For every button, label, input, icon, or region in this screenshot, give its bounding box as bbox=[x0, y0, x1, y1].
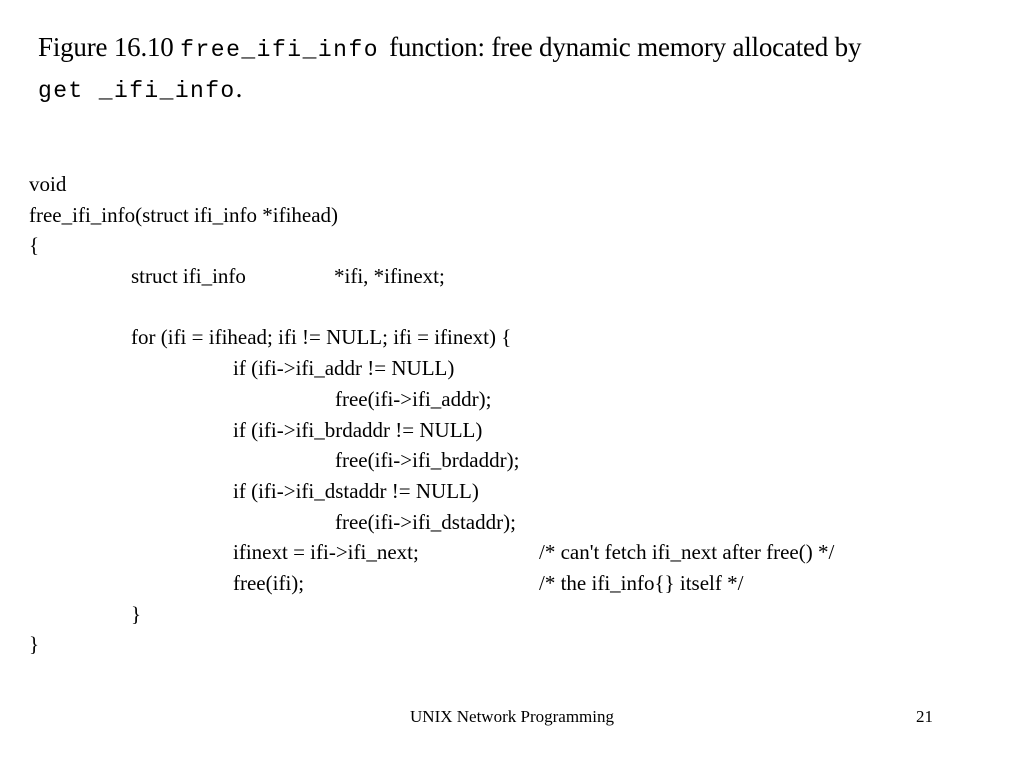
code-free-brdaddr: free(ifi->ifi_brdaddr); bbox=[335, 448, 520, 473]
code-comment-next: /* can't fetch ifi_next after free() */ bbox=[539, 540, 835, 565]
slide-title: Figure 16.10 free_ifi_info function: free… bbox=[38, 28, 998, 110]
code-listing: void free_ifi_info(struct ifi_info *ifih… bbox=[29, 169, 1009, 660]
allocator-name: get _ifi_info bbox=[38, 78, 236, 104]
code-loop-close-brace: } bbox=[131, 601, 142, 626]
code-declaration-vars: *ifi, *ifinext; bbox=[334, 264, 445, 289]
code-line: struct ifi_info *ifi, *ifinext; bbox=[29, 261, 1009, 292]
title-suffix: . bbox=[235, 73, 243, 103]
code-line: free(ifi->ifi_addr); bbox=[29, 384, 1009, 415]
code-line: } bbox=[29, 629, 1009, 660]
footer-page-number: 21 bbox=[916, 707, 933, 726]
code-line: { bbox=[29, 230, 1009, 261]
figure-label: Figure 16.10 bbox=[38, 32, 181, 62]
code-line: } bbox=[29, 599, 1009, 630]
code-if-dstaddr: if (ifi->ifi_dstaddr != NULL) bbox=[233, 478, 479, 503]
code-free-ifi: free(ifi); bbox=[233, 570, 305, 595]
code-line: if (ifi->ifi_brdaddr != NULL) bbox=[29, 415, 1009, 446]
code-line-blank bbox=[29, 292, 1009, 323]
code-declaration-type: struct ifi_info bbox=[131, 264, 246, 289]
code-function-signature: free_ifi_info(struct ifi_info *ifihead) bbox=[29, 202, 339, 227]
function-name: free_ifi_info bbox=[180, 37, 380, 63]
code-next-assignment: ifinext = ifi->ifi_next; bbox=[233, 540, 419, 565]
code-if-addr: if (ifi->ifi_addr != NULL) bbox=[233, 356, 455, 381]
code-line: for (ifi = ifihead; ifi != NULL; ifi = i… bbox=[29, 322, 1009, 353]
code-free-addr: free(ifi->ifi_addr); bbox=[335, 386, 492, 411]
code-for-loop: for (ifi = ifihead; ifi != NULL; ifi = i… bbox=[131, 325, 512, 350]
code-line: if (ifi->ifi_dstaddr != NULL) bbox=[29, 476, 1009, 507]
code-function-close-brace: } bbox=[29, 632, 40, 657]
code-line: free(ifi->ifi_dstaddr); bbox=[29, 507, 1009, 538]
code-line: free(ifi); /* the ifi_info{} itself */ bbox=[29, 568, 1009, 599]
code-comment-itself: /* the ifi_info{} itself */ bbox=[539, 570, 744, 595]
code-line: free(ifi->ifi_brdaddr); bbox=[29, 445, 1009, 476]
code-line: if (ifi->ifi_addr != NULL) bbox=[29, 353, 1009, 384]
code-if-brdaddr: if (ifi->ifi_brdaddr != NULL) bbox=[233, 417, 483, 442]
code-line: ifinext = ifi->ifi_next; /* can't fetch … bbox=[29, 537, 1009, 568]
code-return-type: void bbox=[29, 172, 67, 196]
title-description: function: free dynamic memory allocated … bbox=[389, 32, 862, 62]
code-free-dstaddr: free(ifi->ifi_dstaddr); bbox=[335, 509, 516, 534]
code-open-brace: { bbox=[29, 233, 40, 258]
code-line: void bbox=[29, 169, 1009, 200]
code-line: free_ifi_info(struct ifi_info *ifihead) bbox=[29, 200, 1009, 231]
footer-course-title: UNIX Network Programming bbox=[410, 707, 614, 726]
